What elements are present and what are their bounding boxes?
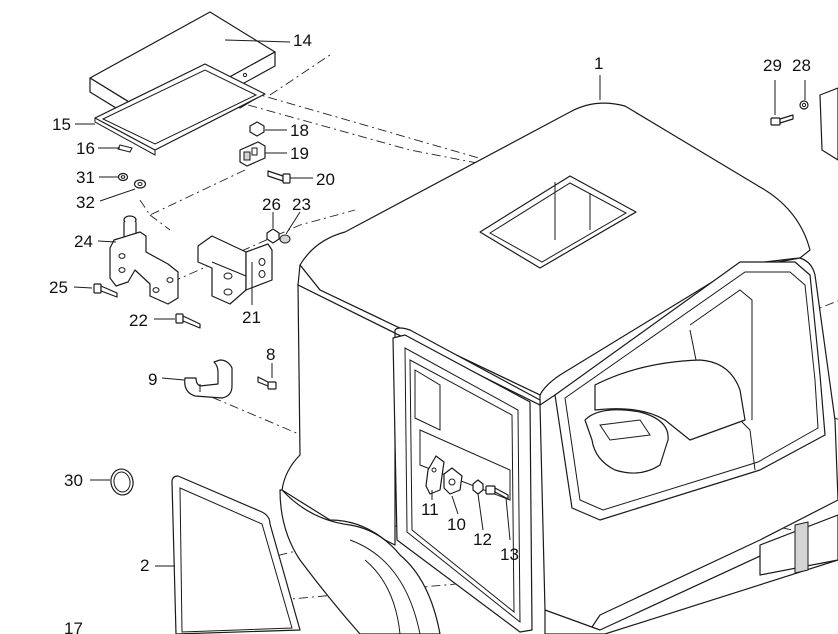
callout-9: 9: [148, 370, 158, 389]
callout-24: 24: [74, 232, 93, 251]
grab-handle: [184, 359, 233, 399]
callout-14: 14: [293, 31, 312, 50]
callout-22: 22: [129, 311, 148, 330]
callout-19: 19: [290, 144, 309, 163]
cab-body: [279, 87, 838, 634]
callout-23: 23: [292, 195, 311, 214]
callout-21: 21: [242, 308, 261, 327]
small-parts-left: [117, 144, 147, 189]
callout-15: 15: [52, 115, 71, 134]
callout-8: 8: [266, 345, 276, 364]
hinge-arm: [109, 215, 179, 305]
nut-washer-23-26: [266, 228, 291, 244]
callout-31: 31: [76, 168, 95, 187]
callout-2: 2: [140, 556, 150, 575]
callout-25: 25: [49, 278, 68, 297]
bracket: [197, 235, 273, 305]
leader-lines: [73, 39, 806, 567]
callout-17: 17: [64, 619, 83, 634]
callout-10: 10: [447, 515, 466, 534]
callout-11: 11: [421, 500, 439, 519]
callout-29: 29: [763, 56, 782, 75]
ring: [110, 468, 134, 496]
callout-16: 16: [76, 139, 95, 158]
bolts: [93, 100, 809, 390]
callout-26: 26: [262, 195, 281, 214]
callout-30: 30: [64, 471, 83, 490]
door-latch-parts: [425, 455, 509, 500]
callout-18: 18: [290, 121, 309, 140]
callout-20: 20: [316, 170, 335, 189]
callout-28: 28: [792, 56, 811, 75]
hatch-seal: [94, 63, 266, 156]
callout-13: 13: [500, 545, 519, 564]
door-seal: [171, 475, 301, 634]
callout-12: 12: [473, 530, 492, 549]
callout-32: 32: [76, 193, 95, 212]
callout-1: 1: [594, 54, 604, 73]
